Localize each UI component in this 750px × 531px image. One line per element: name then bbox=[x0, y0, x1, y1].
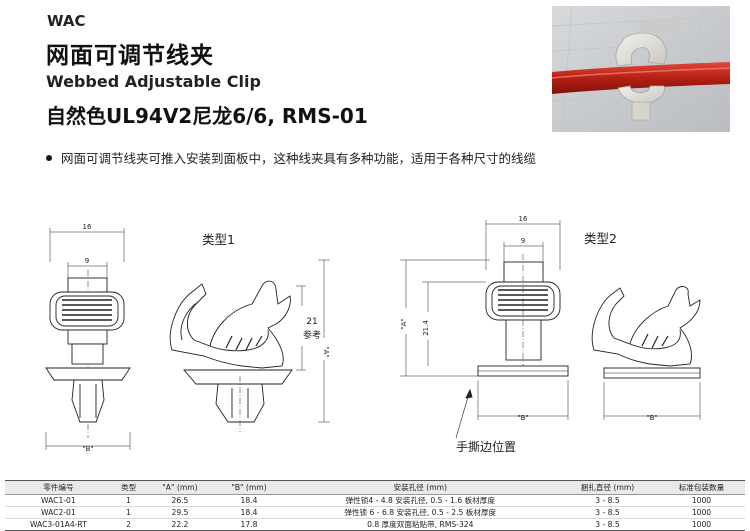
cell-mount-hole: 弹性锁4 - 4.8 安装孔径, 0.5 - 1.6 板材厚度 bbox=[283, 494, 557, 507]
cell-b: 18.4 bbox=[214, 506, 284, 519]
product-photo bbox=[552, 6, 730, 132]
dim-a-label: "A" bbox=[322, 346, 330, 357]
dim-9-label-type2: 9 bbox=[521, 237, 525, 245]
side-view-type2 bbox=[591, 286, 701, 420]
col-bundle-dia: 捆扎直径 (mm) bbox=[557, 480, 658, 495]
type1-label: 类型1 bbox=[202, 232, 235, 247]
type2-label: 类型2 bbox=[584, 231, 617, 246]
product-code: WAC bbox=[47, 12, 86, 30]
cell-a: 26.5 bbox=[145, 494, 215, 507]
front-view-type1 bbox=[45, 228, 131, 450]
cell-part-number: WAC1-01 bbox=[5, 494, 112, 507]
cell-type: 1 bbox=[111, 506, 146, 519]
table-header-row: 零件编号 类型 "A" (mm) "B" (mm) 安装孔径 (mm) 捆扎直径… bbox=[5, 480, 745, 495]
cell-bundle-dia: 3 - 8.5 bbox=[557, 494, 658, 507]
dim-b-label-type2-side: "B" bbox=[646, 414, 657, 422]
dim-b-label: "B" bbox=[82, 445, 93, 453]
col-mount-hole: 安装孔径 (mm) bbox=[283, 480, 557, 495]
cell-mount-hole: 弹性锁 6 - 6.8 安装孔径, 0.5 - 2.5 板材厚度 bbox=[283, 506, 557, 519]
cell-type: 2 bbox=[111, 518, 146, 531]
front-view-type2 bbox=[400, 220, 569, 439]
cell-b: 17.8 bbox=[214, 518, 284, 531]
cell-pack-qty: 1000 bbox=[657, 518, 745, 531]
material-spec: 自然色UL94V2尼龙6/6, RMS-01 bbox=[46, 104, 368, 128]
cell-mount-hole: 0.8 厚度双面粘贴带, RMS-324 bbox=[283, 518, 557, 531]
cell-b: 18.4 bbox=[214, 494, 284, 507]
cell-type: 1 bbox=[111, 494, 146, 507]
col-part-number: 零件编号 bbox=[5, 480, 112, 495]
cell-bundle-dia: 3 - 8.5 bbox=[557, 506, 658, 519]
description-bullet: 网面可调节线夹可推入安装到面板中，这种线夹具有多种功能，适用于各种尺寸的线缆 bbox=[46, 148, 536, 167]
bullet-icon bbox=[46, 154, 52, 161]
dim-16-label: 16 bbox=[83, 223, 92, 231]
tear-edge-label: 手撕边位置 bbox=[456, 439, 516, 454]
ref-label: 参考 bbox=[303, 329, 321, 341]
col-pack-qty: 标准包装数量 bbox=[657, 480, 745, 495]
side-view-type1 bbox=[169, 259, 330, 432]
dim-a-label-type2: "A" bbox=[400, 318, 408, 329]
table-row: WAC2-01 1 29.5 18.4 弹性锁 6 - 6.8 安装孔径, 0.… bbox=[5, 506, 745, 519]
cell-part-number: WAC3-01A4-RT bbox=[5, 518, 112, 531]
dim-16-label-type2: 16 bbox=[519, 215, 528, 223]
cell-part-number: WAC2-01 bbox=[5, 506, 112, 519]
cell-a: 22.2 bbox=[145, 518, 215, 531]
dim-21-label: 21 bbox=[306, 317, 317, 327]
col-b: "B" (mm) bbox=[214, 480, 284, 495]
cell-pack-qty: 1000 bbox=[657, 494, 745, 507]
dim-b-label-type2: "B" bbox=[517, 414, 528, 422]
page-subtitle: Webbed Adjustable Clip bbox=[46, 72, 261, 91]
table-row: WAC3-01A4-RT 2 22.2 17.8 0.8 厚度双面粘贴带, RM… bbox=[5, 518, 745, 531]
spec-table: 零件编号 类型 "A" (mm) "B" (mm) 安装孔径 (mm) 捆扎直径… bbox=[5, 480, 745, 531]
page-title: 网面可调节线夹 bbox=[46, 43, 214, 69]
description-text: 网面可调节线夹可推入安装到面板中，这种线夹具有多种功能，适用于各种尺寸的线缆 bbox=[61, 151, 537, 166]
dim-9-label: 9 bbox=[85, 257, 89, 265]
table-row: WAC1-01 1 26.5 18.4 弹性锁4 - 4.8 安装孔径, 0.5… bbox=[5, 494, 745, 507]
cell-bundle-dia: 3 - 8.5 bbox=[557, 518, 658, 531]
col-type: 类型 bbox=[111, 480, 146, 495]
cell-pack-qty: 1000 bbox=[657, 506, 745, 519]
cell-a: 29.5 bbox=[145, 506, 215, 519]
dim-21-4-label: 21.4 bbox=[422, 320, 430, 336]
col-a: "A" (mm) bbox=[145, 480, 215, 495]
technical-drawings: 16 9 "B" 16 9 "B" "B" 21 参考 "A" "A" 21.4… bbox=[45, 215, 701, 454]
